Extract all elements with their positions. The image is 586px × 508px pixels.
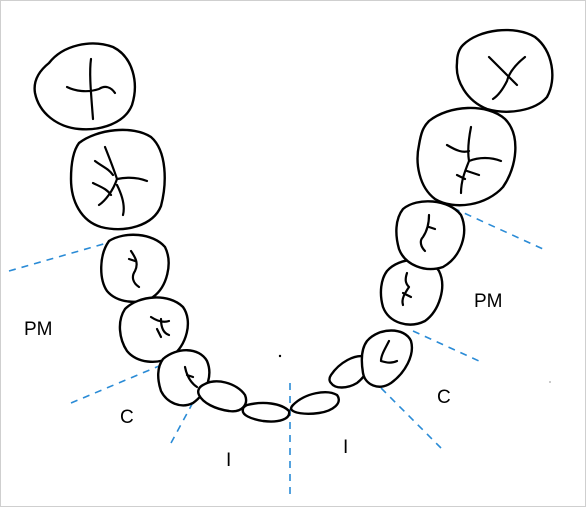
left-canine [157, 349, 211, 407]
divider-right-molar-premolar [452, 207, 544, 250]
label-right-premolar: PM [474, 291, 503, 312]
region-labels: PM C I I C PM [24, 291, 503, 471]
right-molar-upper [455, 28, 554, 113]
right-incisor-lateral [328, 354, 371, 389]
left-molar-upper [33, 42, 136, 131]
label-left-premolar: PM [24, 319, 53, 340]
right-premolar-first [395, 200, 466, 271]
label-left-incisor: I [226, 450, 231, 471]
stray-dot-right [549, 381, 551, 383]
right-molar-lower [416, 106, 517, 207]
right-incisor-central [289, 391, 340, 415]
divider-right-premolar-canine [412, 330, 480, 362]
left-premolar-first [100, 233, 170, 303]
divider-left-molar-premolar [8, 240, 115, 272]
left-molar-lower [69, 128, 166, 231]
divider-right-canine-incisor [380, 387, 442, 449]
stray-dot [278, 354, 282, 358]
left-incisor-lateral [197, 380, 248, 413]
right-canine [360, 329, 414, 388]
label-right-canine: C [437, 387, 451, 408]
label-right-incisor: I [343, 437, 348, 458]
divider-left-premolar-canine [70, 360, 172, 404]
left-incisor-central [241, 401, 291, 423]
label-left-canine: C [120, 407, 134, 428]
region-dividers [8, 207, 544, 498]
